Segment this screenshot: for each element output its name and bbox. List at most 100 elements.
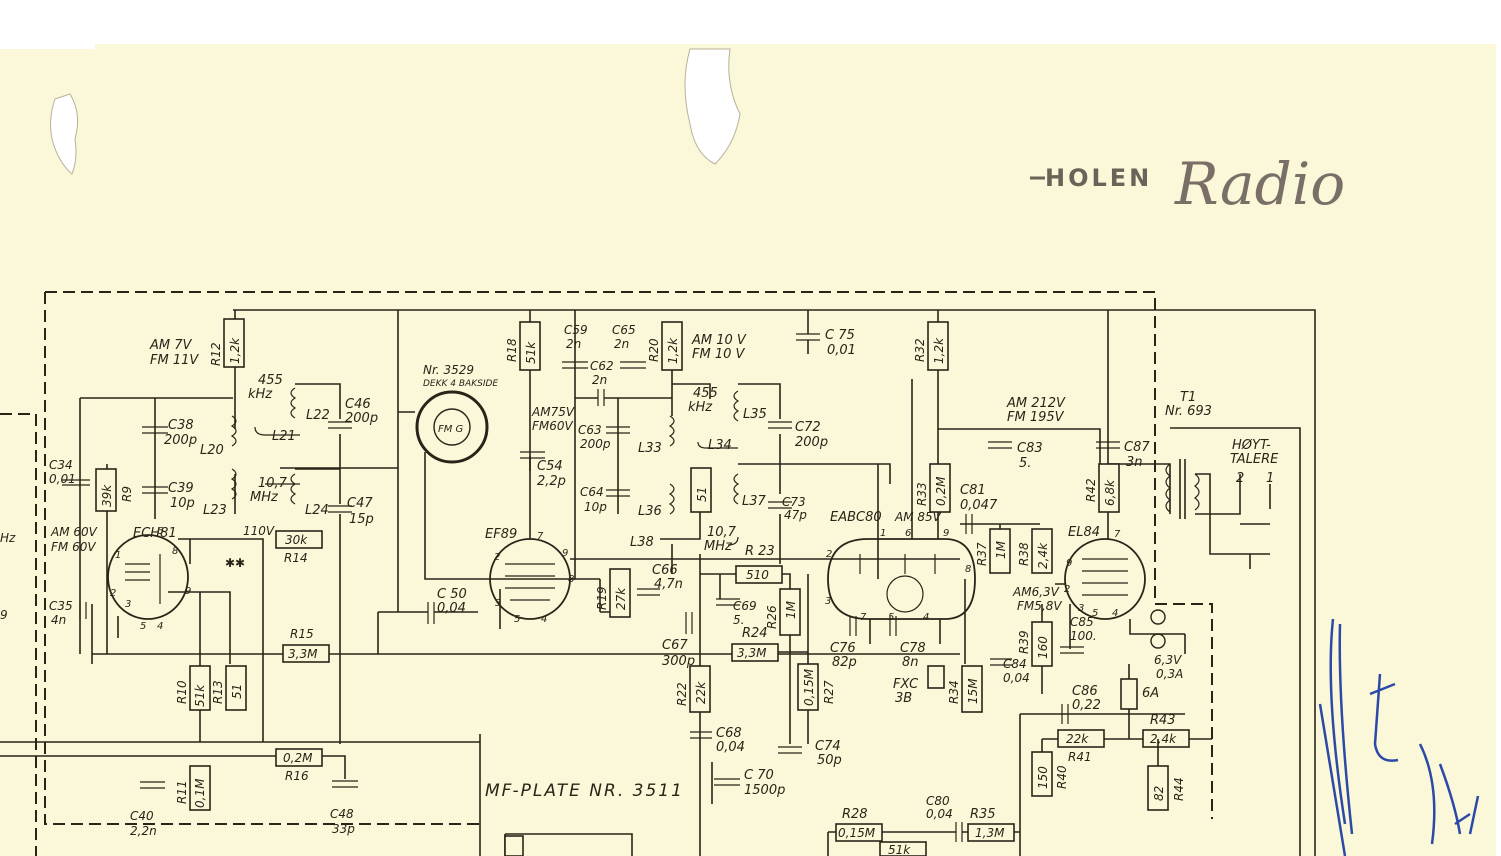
resistor-r38: 2,4k R38 — [1017, 528, 1053, 574]
svg-text:3n: 3n — [1126, 455, 1143, 470]
svg-text:160: 160 — [1036, 636, 1050, 659]
svg-text:4: 4 — [1112, 608, 1118, 619]
svg-text:4,7n: 4,7n — [654, 577, 683, 592]
svg-text:5.: 5. — [1019, 456, 1031, 471]
svg-text:EL84: EL84 — [1068, 525, 1100, 540]
svg-text:C73: C73 — [782, 495, 806, 509]
svg-text:R 23: R 23 — [745, 544, 775, 559]
svg-text:C 75: C 75 — [825, 328, 855, 343]
enclosure-dashed-left-2 — [0, 413, 37, 856]
resistor-r28: 0,15M R28 — [835, 807, 883, 842]
capacitor-c67: C67 300p — [662, 612, 695, 669]
svg-text:R44: R44 — [1172, 777, 1186, 801]
svg-text:3: 3 — [495, 598, 501, 609]
svg-text:2,4k: 2,4k — [1150, 732, 1177, 746]
svg-text:R26: R26 — [765, 605, 779, 629]
svg-text:4n: 4n — [51, 613, 66, 627]
capacitor-c78: C78 8n — [889, 616, 926, 670]
svg-text:R19: R19 — [595, 586, 609, 610]
bottom-resistor-partial — [504, 835, 524, 856]
svg-text:T1: T1 — [1180, 390, 1196, 405]
resistor-r35: 1,3M R35 — [967, 807, 1015, 842]
svg-text:1,2k: 1,2k — [228, 337, 242, 364]
paper-tear-right — [684, 48, 741, 165]
coil-nr3529: FM G Nr. 3529 DEKK 4 BAKSIDE — [415, 363, 498, 464]
resistor-r11: 0,1M R11 — [175, 765, 211, 811]
svg-text:C76: C76 — [830, 641, 856, 656]
svg-text:R37: R37 — [975, 542, 989, 566]
resistor-r27: 0,15M R27 — [797, 663, 836, 711]
svg-text:R28: R28 — [842, 807, 868, 822]
tube-eabc80: EABC80 AM 85V — [827, 510, 976, 620]
svg-text:82p: 82p — [832, 655, 857, 670]
svg-text:R16: R16 — [285, 769, 309, 783]
capacitor-c47: C47 15p — [328, 496, 374, 527]
speaker-label-1: HØYT- — [1232, 438, 1271, 453]
svg-text:DEKK 4 BAKSIDE: DEKK 4 BAKSIDE — [423, 379, 498, 389]
schematic-diagram: HOLEN Radio ECH81 C34 0,01 C35 4n 39k R9… — [0, 44, 1480, 856]
ech81-pin-labels: 1 2 3 4 5 6 8 9 — [110, 526, 191, 632]
note-fm195v: FM 195V — [1007, 410, 1065, 425]
capacitor-c48: C48 33p — [330, 780, 358, 836]
supply-rail-top — [233, 309, 1316, 856]
svg-text:6A: 6A — [1142, 686, 1159, 701]
mains-wiring — [1019, 634, 1186, 856]
resistor-r9: 39k R9 — [95, 468, 134, 512]
capacitor-c70: C 70 1500p — [714, 768, 785, 798]
svg-text:R11: R11 — [175, 780, 189, 804]
svg-text:10p: 10p — [170, 496, 195, 511]
c50-wiring — [377, 611, 478, 654]
brand-logo: HOLEN Radio — [1030, 150, 1345, 218]
svg-text:1,3M: 1,3M — [975, 826, 1005, 840]
svg-text:2,2n: 2,2n — [130, 824, 157, 838]
resistor-r23: 510 R 23 — [735, 544, 783, 584]
svg-text:R41: R41 — [1068, 750, 1092, 764]
svg-text:C78: C78 — [900, 641, 926, 656]
eabc80-pin-labels: 1 6 9 2 3 8 7 5 4 — [825, 528, 971, 623]
svg-text:C84: C84 — [1003, 657, 1027, 671]
note-star: ✱✱ — [225, 556, 245, 570]
svg-text:R14: R14 — [284, 551, 308, 565]
svg-text:R12: R12 — [209, 342, 223, 366]
svg-text:Nr. 3529: Nr. 3529 — [423, 363, 474, 377]
svg-text:8: 8 — [172, 546, 178, 557]
svg-text:22k: 22k — [1066, 732, 1089, 746]
svg-text:C34: C34 — [49, 458, 73, 472]
note-am10v: AM 10 V — [691, 333, 747, 348]
note-hz: Hz — [0, 531, 16, 545]
svg-text:C86: C86 — [1072, 684, 1098, 699]
svg-text:5: 5 — [140, 621, 146, 632]
capacitor-c87: C87 3n — [1096, 440, 1150, 470]
svg-text:L24: L24 — [305, 503, 329, 518]
ech81-label: ECH81 — [133, 526, 177, 541]
svg-text:22k: 22k — [694, 681, 708, 704]
svg-text:R9: R9 — [120, 486, 134, 502]
capacitor-c34: C34 0,01 — [49, 458, 90, 486]
resistor-r44: 82 R44 — [1147, 765, 1186, 811]
resistor-r51: 51 — [690, 467, 712, 513]
svg-text:51: 51 — [695, 487, 709, 502]
board-label: MF-PLATE NR. 3511 — [485, 781, 684, 801]
fxc-component: FXC 3B — [893, 665, 945, 706]
capacitor-c75: C 75 0,01 — [796, 328, 856, 358]
svg-text:5: 5 — [1092, 608, 1098, 619]
pilot-lamps: 6,3V 0,3A — [1150, 609, 1183, 681]
brand-holen-text: HOLEN — [1045, 164, 1152, 192]
svg-text:C46: C46 — [345, 397, 371, 412]
resistor-r41: 22k R41 — [1057, 729, 1105, 764]
capacitor-c84: C84 0,04 — [990, 657, 1030, 685]
svg-text:0,15M: 0,15M — [838, 826, 876, 840]
svg-text:R20: R20 — [647, 338, 661, 362]
speaker-terminal-1: 1 — [1266, 471, 1274, 486]
svg-text:C40: C40 — [130, 809, 154, 823]
svg-text:0,04: 0,04 — [437, 601, 466, 616]
svg-text:27k: 27k — [614, 587, 628, 610]
svg-text:MHz: MHz — [250, 490, 279, 505]
capacitor-c66: C66 4,7n — [637, 563, 683, 596]
svg-text:82: 82 — [1152, 786, 1166, 801]
svg-text:EABC80: EABC80 — [830, 510, 882, 525]
capacitor-c64: C64 10p — [580, 485, 630, 514]
svg-text:0,3A: 0,3A — [1156, 667, 1183, 681]
capacitor-c68: C68 0,04 — [690, 726, 745, 755]
capacitor-c81: C81 0,047 — [960, 483, 998, 534]
